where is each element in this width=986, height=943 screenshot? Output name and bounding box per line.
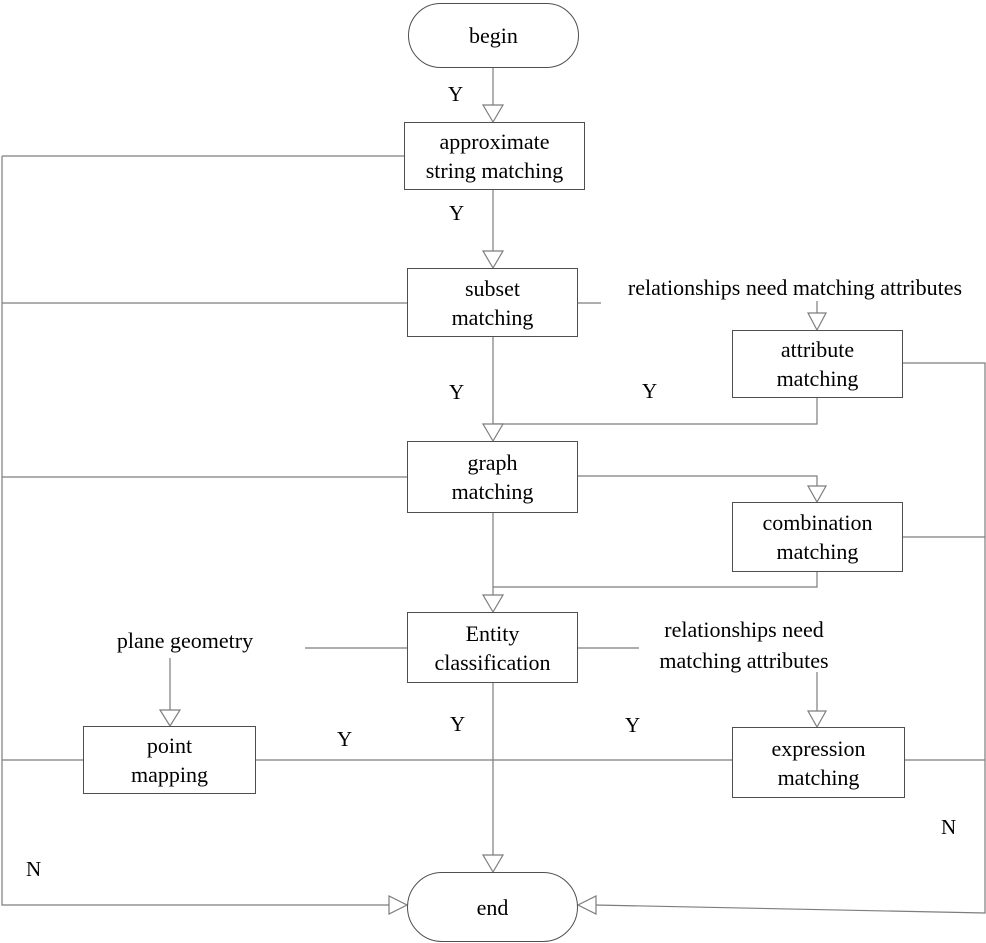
annotation-plane-geometry: plane geometry bbox=[116, 628, 254, 653]
node-graph-matching: graph matching bbox=[407, 441, 578, 513]
edge-label-y-entity-to-end: Y bbox=[450, 712, 466, 736]
node-attribute-matching: attribute matching bbox=[732, 330, 903, 398]
edge-label-y-subset-to-graph: Y bbox=[449, 380, 465, 404]
arrow-entity-to-end-icon bbox=[481, 854, 505, 874]
annotation-relationships-need-matching-attributes-mid: relationships need matching attributes bbox=[659, 617, 829, 673]
node-point-mapping: point mapping bbox=[83, 726, 256, 794]
node-begin: begin bbox=[408, 3, 579, 68]
arrow-into-entity-classification-icon bbox=[481, 594, 505, 614]
arrow-into-expression-matching-icon bbox=[806, 710, 828, 729]
annotation-relationships-need-matching-attributes-top: relationships need matching attributes bbox=[627, 275, 963, 300]
node-end: end bbox=[407, 872, 578, 942]
edge-label-y-attribute-to-graph: Y bbox=[642, 379, 658, 403]
edge-right-rail bbox=[594, 362, 986, 914]
edge-label-n-right-rail: N bbox=[941, 815, 957, 839]
arrow-right-rail-to-end-icon bbox=[576, 895, 597, 915]
node-expression-matching: expression matching bbox=[732, 727, 905, 798]
edge-label-y-point-mapping: Y bbox=[337, 727, 353, 751]
edge-left-rail bbox=[1, 155, 407, 906]
edge-label-y-approx-to-subset: Y bbox=[449, 201, 465, 225]
arrow-into-graph-matching-icon bbox=[481, 423, 505, 443]
arrow-into-combination-matching-icon bbox=[806, 485, 828, 504]
arrow-into-attribute-matching-icon bbox=[807, 312, 827, 332]
edge-label-y-expression: Y bbox=[625, 713, 641, 737]
node-subset-matching: subset matching bbox=[407, 268, 578, 337]
edge-label-n-left-rail: N bbox=[26, 857, 42, 881]
edge-label-y-begin: Y bbox=[448, 82, 464, 106]
node-entity-classification: Entity classification bbox=[407, 612, 578, 683]
arrow-approx-to-subset-icon bbox=[481, 250, 505, 270]
node-approximate-string-matching: approximate string matching bbox=[404, 122, 585, 190]
arrow-left-rail-to-end-icon bbox=[388, 895, 409, 915]
arrow-into-point-mapping-icon bbox=[158, 709, 182, 728]
arrow-begin-to-approx-icon bbox=[481, 104, 505, 124]
node-combination-matching: combination matching bbox=[732, 502, 903, 572]
edge-side-connectors bbox=[169, 301, 818, 761]
